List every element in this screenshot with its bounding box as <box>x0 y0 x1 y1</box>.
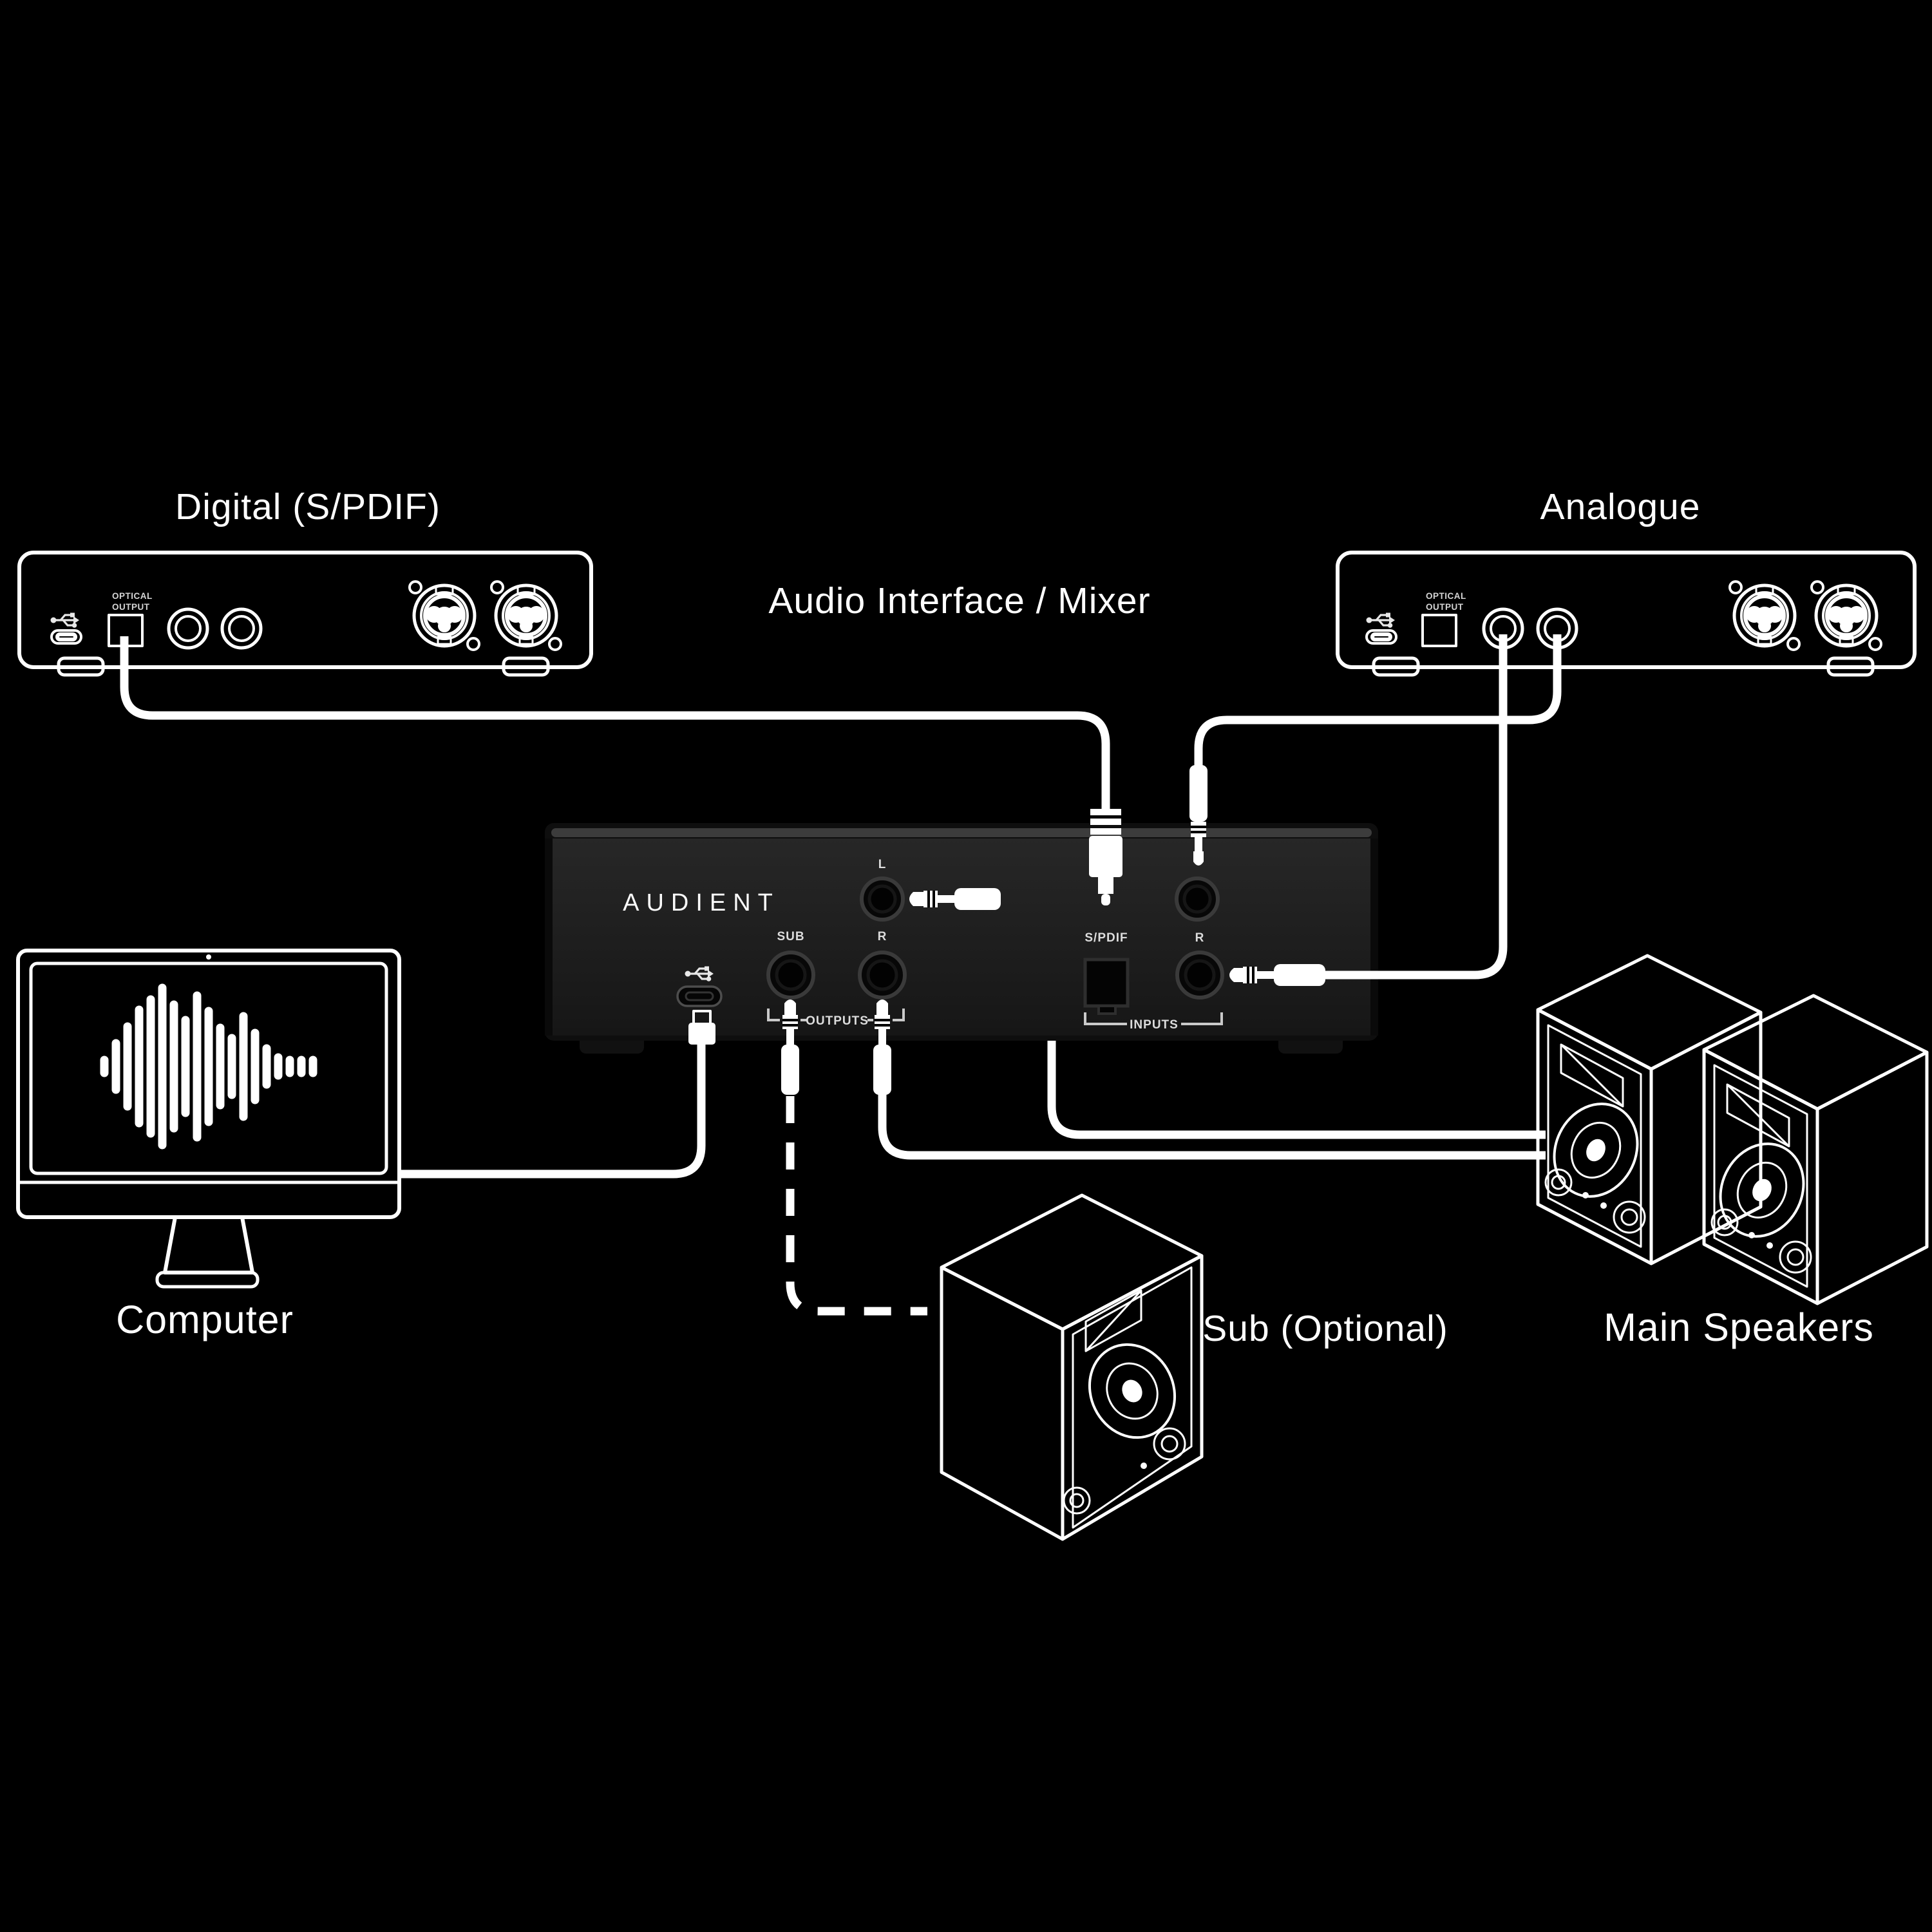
usb-c-slot <box>685 991 714 1001</box>
port-hole <box>1613 1200 1646 1234</box>
unit-right-bevel <box>1370 838 1378 1036</box>
monitor-base <box>155 1271 260 1289</box>
rca-plug <box>1089 809 1122 905</box>
analogue-left-cable <box>1194 634 1562 766</box>
detail-dot <box>1766 1242 1773 1249</box>
speaker-front-border <box>1713 1064 1808 1288</box>
jack-l-input <box>1177 878 1218 920</box>
usb-c-port <box>50 629 82 645</box>
optical-label-line2: OUTPUT <box>112 602 150 612</box>
woofer <box>1553 1103 1639 1198</box>
jack-r-input <box>1177 952 1222 998</box>
spdif-port-tab <box>1097 1005 1117 1015</box>
inputs-bracket <box>1084 1012 1223 1025</box>
brand-logo: AUDIENT <box>623 889 780 916</box>
jack-r-output <box>860 952 905 998</box>
audient-monitor-controller: AUDIENT L SUB R S/PDIF R OUTPUTS INPUTS <box>545 823 1378 1054</box>
trs-plug-sub-output <box>781 999 799 1095</box>
port-hole <box>1544 1168 1573 1197</box>
monitor-screen <box>29 961 388 1175</box>
sub-cable-dashed <box>786 1096 927 1316</box>
sub-front-face <box>1061 1254 1204 1541</box>
trs-plug-l-output <box>909 888 1001 910</box>
outputs-bracket <box>767 1009 905 1021</box>
usb-cable <box>401 1043 706 1179</box>
tweeter-slot-diagonal <box>1560 1043 1624 1108</box>
label-sub-out: SUB <box>777 930 804 943</box>
subwoofer <box>940 1193 1204 1541</box>
analogue-interface-device: OPTICAL OUTPUT <box>1336 551 1917 677</box>
label-l-out: L <box>878 858 887 871</box>
tweeter-slot-diagonal <box>1084 1289 1142 1352</box>
unit-top-edge <box>551 828 1372 837</box>
tweeter-slot <box>1084 1289 1142 1352</box>
usb-c-slot <box>55 632 77 641</box>
usb-c-slot <box>1370 632 1392 641</box>
optical-label-line1: OPTICAL <box>112 591 153 601</box>
detail-dot <box>1141 1463 1147 1469</box>
usb-c-port <box>676 985 723 1007</box>
computer-label: Computer <box>116 1298 294 1341</box>
center-device-label: Audio Interface / Mixer <box>768 580 1150 621</box>
jack-sub-output <box>768 952 813 998</box>
label-inputs: INPUTS <box>1130 1018 1179 1032</box>
unit-left-bevel <box>545 838 553 1036</box>
main-right-cable <box>878 1094 1546 1160</box>
camera-dot <box>206 954 211 960</box>
analogue-device-label: Analogue <box>1540 486 1701 527</box>
optical-label-line1: OPTICAL <box>1426 591 1466 601</box>
speaker-front-border <box>1547 1024 1642 1248</box>
sub-front-border <box>1072 1266 1193 1529</box>
detail-dot <box>1748 1232 1755 1238</box>
analogue-right-cable <box>1325 634 1508 980</box>
label-r-in: R <box>1195 931 1205 945</box>
detail-dot <box>1582 1192 1589 1198</box>
woofer <box>1719 1142 1805 1238</box>
port-hole <box>1779 1240 1812 1274</box>
trs-plug-r-input <box>1229 964 1325 986</box>
port-hole <box>1063 1486 1091 1515</box>
usb-c-plug <box>688 1010 715 1045</box>
audio-waveform-icon <box>100 983 317 1150</box>
device-body <box>1336 551 1917 669</box>
main-speakers-label: Main Speakers <box>1604 1305 1874 1349</box>
spdif-optical-input-port <box>1083 958 1130 1008</box>
digital-device-label: Digital (S/PDIF) <box>175 486 440 527</box>
speaker-front-face <box>1702 1048 1819 1305</box>
detail-dot <box>1600 1202 1607 1209</box>
spdif-cable <box>120 636 1110 810</box>
tweeter-slot-diagonal <box>1726 1083 1790 1148</box>
label-spdif-in: S/PDIF <box>1084 931 1128 945</box>
device-body <box>17 551 593 669</box>
label-r-out: R <box>878 930 887 943</box>
main-speaker-right <box>1702 994 1929 1305</box>
optical-label-line2: OUTPUT <box>1426 602 1464 612</box>
speaker-front-face <box>1536 1008 1653 1265</box>
unit-rear-panel <box>551 838 1372 1036</box>
port-hole <box>1153 1427 1186 1461</box>
main-speaker-left <box>1536 954 1763 1265</box>
label-outputs: OUTPUTS <box>806 1014 869 1028</box>
computer <box>16 949 401 1289</box>
optical-output-port <box>1421 614 1457 647</box>
woofer <box>1088 1343 1177 1439</box>
digital-interface-device: OPTICAL OUTPUT <box>17 551 593 677</box>
port-hole <box>1710 1208 1739 1236</box>
trs-plug-r-output <box>873 999 891 1095</box>
jack-l-output <box>862 878 903 920</box>
trs-plug-down <box>1189 765 1208 866</box>
usb-c-port <box>1365 629 1397 645</box>
sub-label: Sub (Optional) <box>1202 1308 1448 1349</box>
